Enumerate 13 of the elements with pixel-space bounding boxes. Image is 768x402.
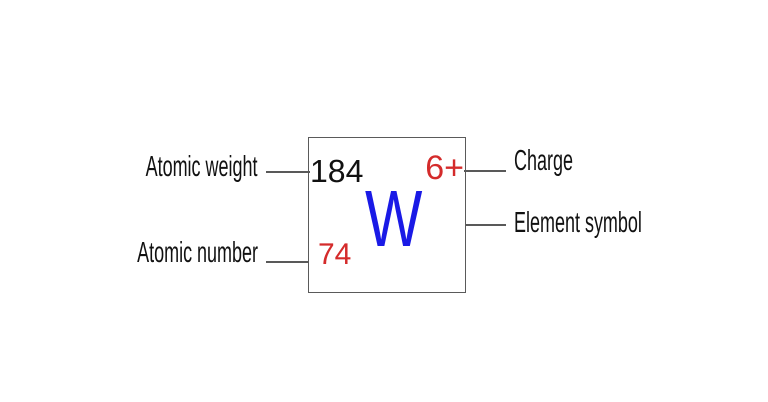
atomic-weight-value: 184 bbox=[310, 153, 364, 190]
leader-line bbox=[466, 224, 506, 226]
callout-label: Charge bbox=[514, 145, 573, 178]
charge-value: 6+ bbox=[425, 149, 464, 188]
callout-label: Atomic number bbox=[137, 237, 258, 270]
atomic-number-value: 74 bbox=[309, 238, 352, 272]
leader-line bbox=[266, 171, 310, 173]
callout-label: Atomic weight bbox=[146, 151, 258, 184]
leader-line bbox=[266, 261, 309, 263]
leader-line bbox=[464, 170, 506, 172]
element-box bbox=[308, 137, 466, 293]
callout-label: Element symbol bbox=[514, 207, 642, 240]
element-symbol: W bbox=[365, 173, 422, 265]
